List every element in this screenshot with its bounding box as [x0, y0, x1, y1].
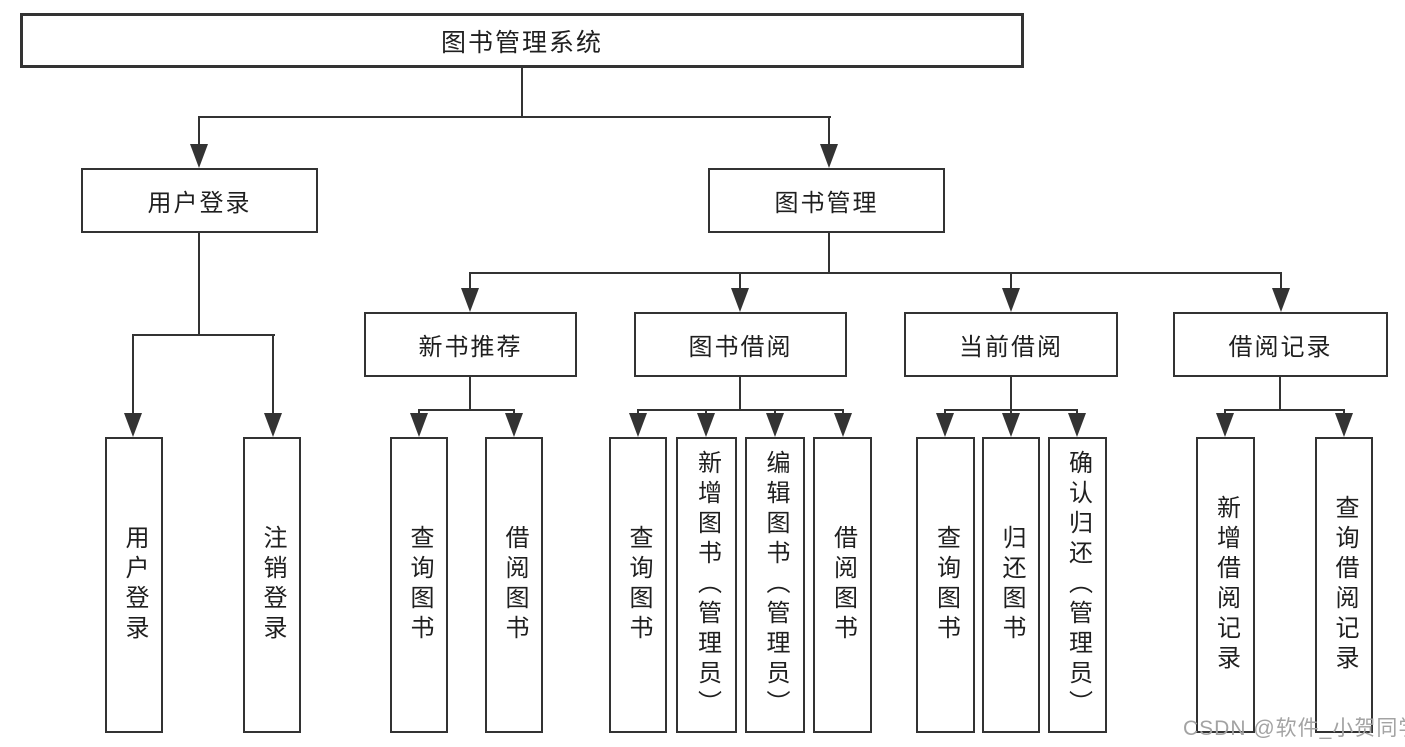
node-user-login: 用户登录	[81, 168, 318, 233]
arrow-head	[629, 413, 647, 437]
connector-line	[272, 334, 274, 415]
arrow-head	[936, 413, 954, 437]
leaf-label: 编辑图书（管理员）	[762, 450, 789, 720]
connector-line	[1280, 272, 1282, 292]
node-label: 借阅记录	[1228, 334, 1333, 361]
leaf-label: 确认归还（管理员）	[1064, 450, 1092, 720]
leaf-label: 查询图书	[406, 525, 433, 645]
leaf-query-books-borrowing: 查询图书	[609, 437, 667, 733]
arrow-head	[697, 413, 715, 437]
leaf-query-borrow-record: 查询借阅记录	[1315, 437, 1373, 733]
connector-line	[1224, 409, 1345, 411]
arrow-head	[410, 413, 428, 437]
arrow-head	[766, 413, 784, 437]
leaf-label: 查询图书	[932, 525, 960, 645]
node-current-borrowing: 当前借阅	[904, 312, 1118, 377]
leaf-query-books-recommend: 查询图书	[390, 437, 448, 733]
connector-line	[521, 68, 523, 118]
arrow-head	[834, 413, 852, 437]
leaf-label: 查询借阅记录	[1331, 495, 1358, 675]
connector-line	[418, 409, 515, 411]
leaf-label: 新增借阅记录	[1212, 495, 1240, 675]
leaf-label: 注销登录	[259, 525, 286, 645]
node-label: 当前借阅	[959, 334, 1063, 361]
leaf-label: 新增图书（管理员）	[693, 450, 721, 720]
arrow-head	[1068, 413, 1086, 437]
connector-line	[1010, 272, 1012, 292]
arrow-head	[1272, 288, 1290, 312]
connector-line	[132, 334, 134, 415]
arrow-head	[505, 413, 523, 437]
arrow-head	[124, 413, 142, 437]
leaf-logout: 注销登录	[243, 437, 301, 733]
arrow-head	[1002, 288, 1020, 312]
connector-line	[1279, 377, 1281, 411]
arrow-head	[1002, 413, 1020, 437]
connector-line	[739, 272, 741, 292]
node-library-management-system: 图书管理系统	[20, 13, 1024, 68]
node-label: 新书推荐	[418, 334, 523, 361]
connector-line	[828, 233, 830, 274]
leaf-label: 借阅图书	[829, 525, 857, 645]
connector-line	[198, 233, 200, 336]
leaf-user-login: 用户登录	[105, 437, 163, 733]
arrow-head	[190, 144, 208, 168]
connector-line	[469, 272, 471, 292]
node-book-borrowing: 图书借阅	[634, 312, 847, 377]
leaf-borrow-books-borrowing: 借阅图书	[813, 437, 872, 733]
leaf-edit-book-admin: 编辑图书（管理员）	[745, 437, 805, 733]
arrow-head	[264, 413, 282, 437]
connector-line	[1010, 377, 1012, 411]
arrow-head	[820, 144, 838, 168]
leaf-add-book-admin: 新增图书（管理员）	[676, 437, 737, 733]
leaf-label: 借阅图书	[501, 525, 528, 645]
connector-line	[198, 116, 831, 118]
watermark: CSDN @软件_小贺同学	[1183, 717, 1405, 740]
node-label: 图书管理系统	[440, 28, 603, 57]
connector-line	[133, 334, 275, 336]
node-book-management: 图书管理	[708, 168, 945, 233]
connector-line	[739, 377, 741, 411]
leaf-borrow-books-recommend: 借阅图书	[485, 437, 543, 733]
arrow-head	[1335, 413, 1353, 437]
connector-line	[828, 116, 830, 148]
leaf-add-borrow-record: 新增借阅记录	[1196, 437, 1255, 733]
leaf-label: 用户登录	[121, 525, 148, 645]
node-label: 图书借阅	[688, 334, 793, 361]
arrow-head	[731, 288, 749, 312]
leaf-label: 查询图书	[625, 525, 652, 645]
leaf-return-book: 归还图书	[982, 437, 1040, 733]
leaf-query-books-current: 查询图书	[916, 437, 975, 733]
node-new-book-recommendation: 新书推荐	[364, 312, 577, 377]
connector-line	[469, 272, 1282, 274]
arrow-head	[461, 288, 479, 312]
node-label: 图书管理	[774, 190, 879, 217]
connector-line	[469, 377, 471, 411]
connector-line	[198, 116, 200, 148]
node-label: 用户登录	[147, 190, 252, 217]
arrow-head	[1216, 413, 1234, 437]
connector-line	[637, 409, 844, 411]
leaf-confirm-return-admin: 确认归还（管理员）	[1048, 437, 1107, 733]
node-borrowing-records: 借阅记录	[1173, 312, 1388, 377]
leaf-label: 归还图书	[998, 525, 1025, 645]
